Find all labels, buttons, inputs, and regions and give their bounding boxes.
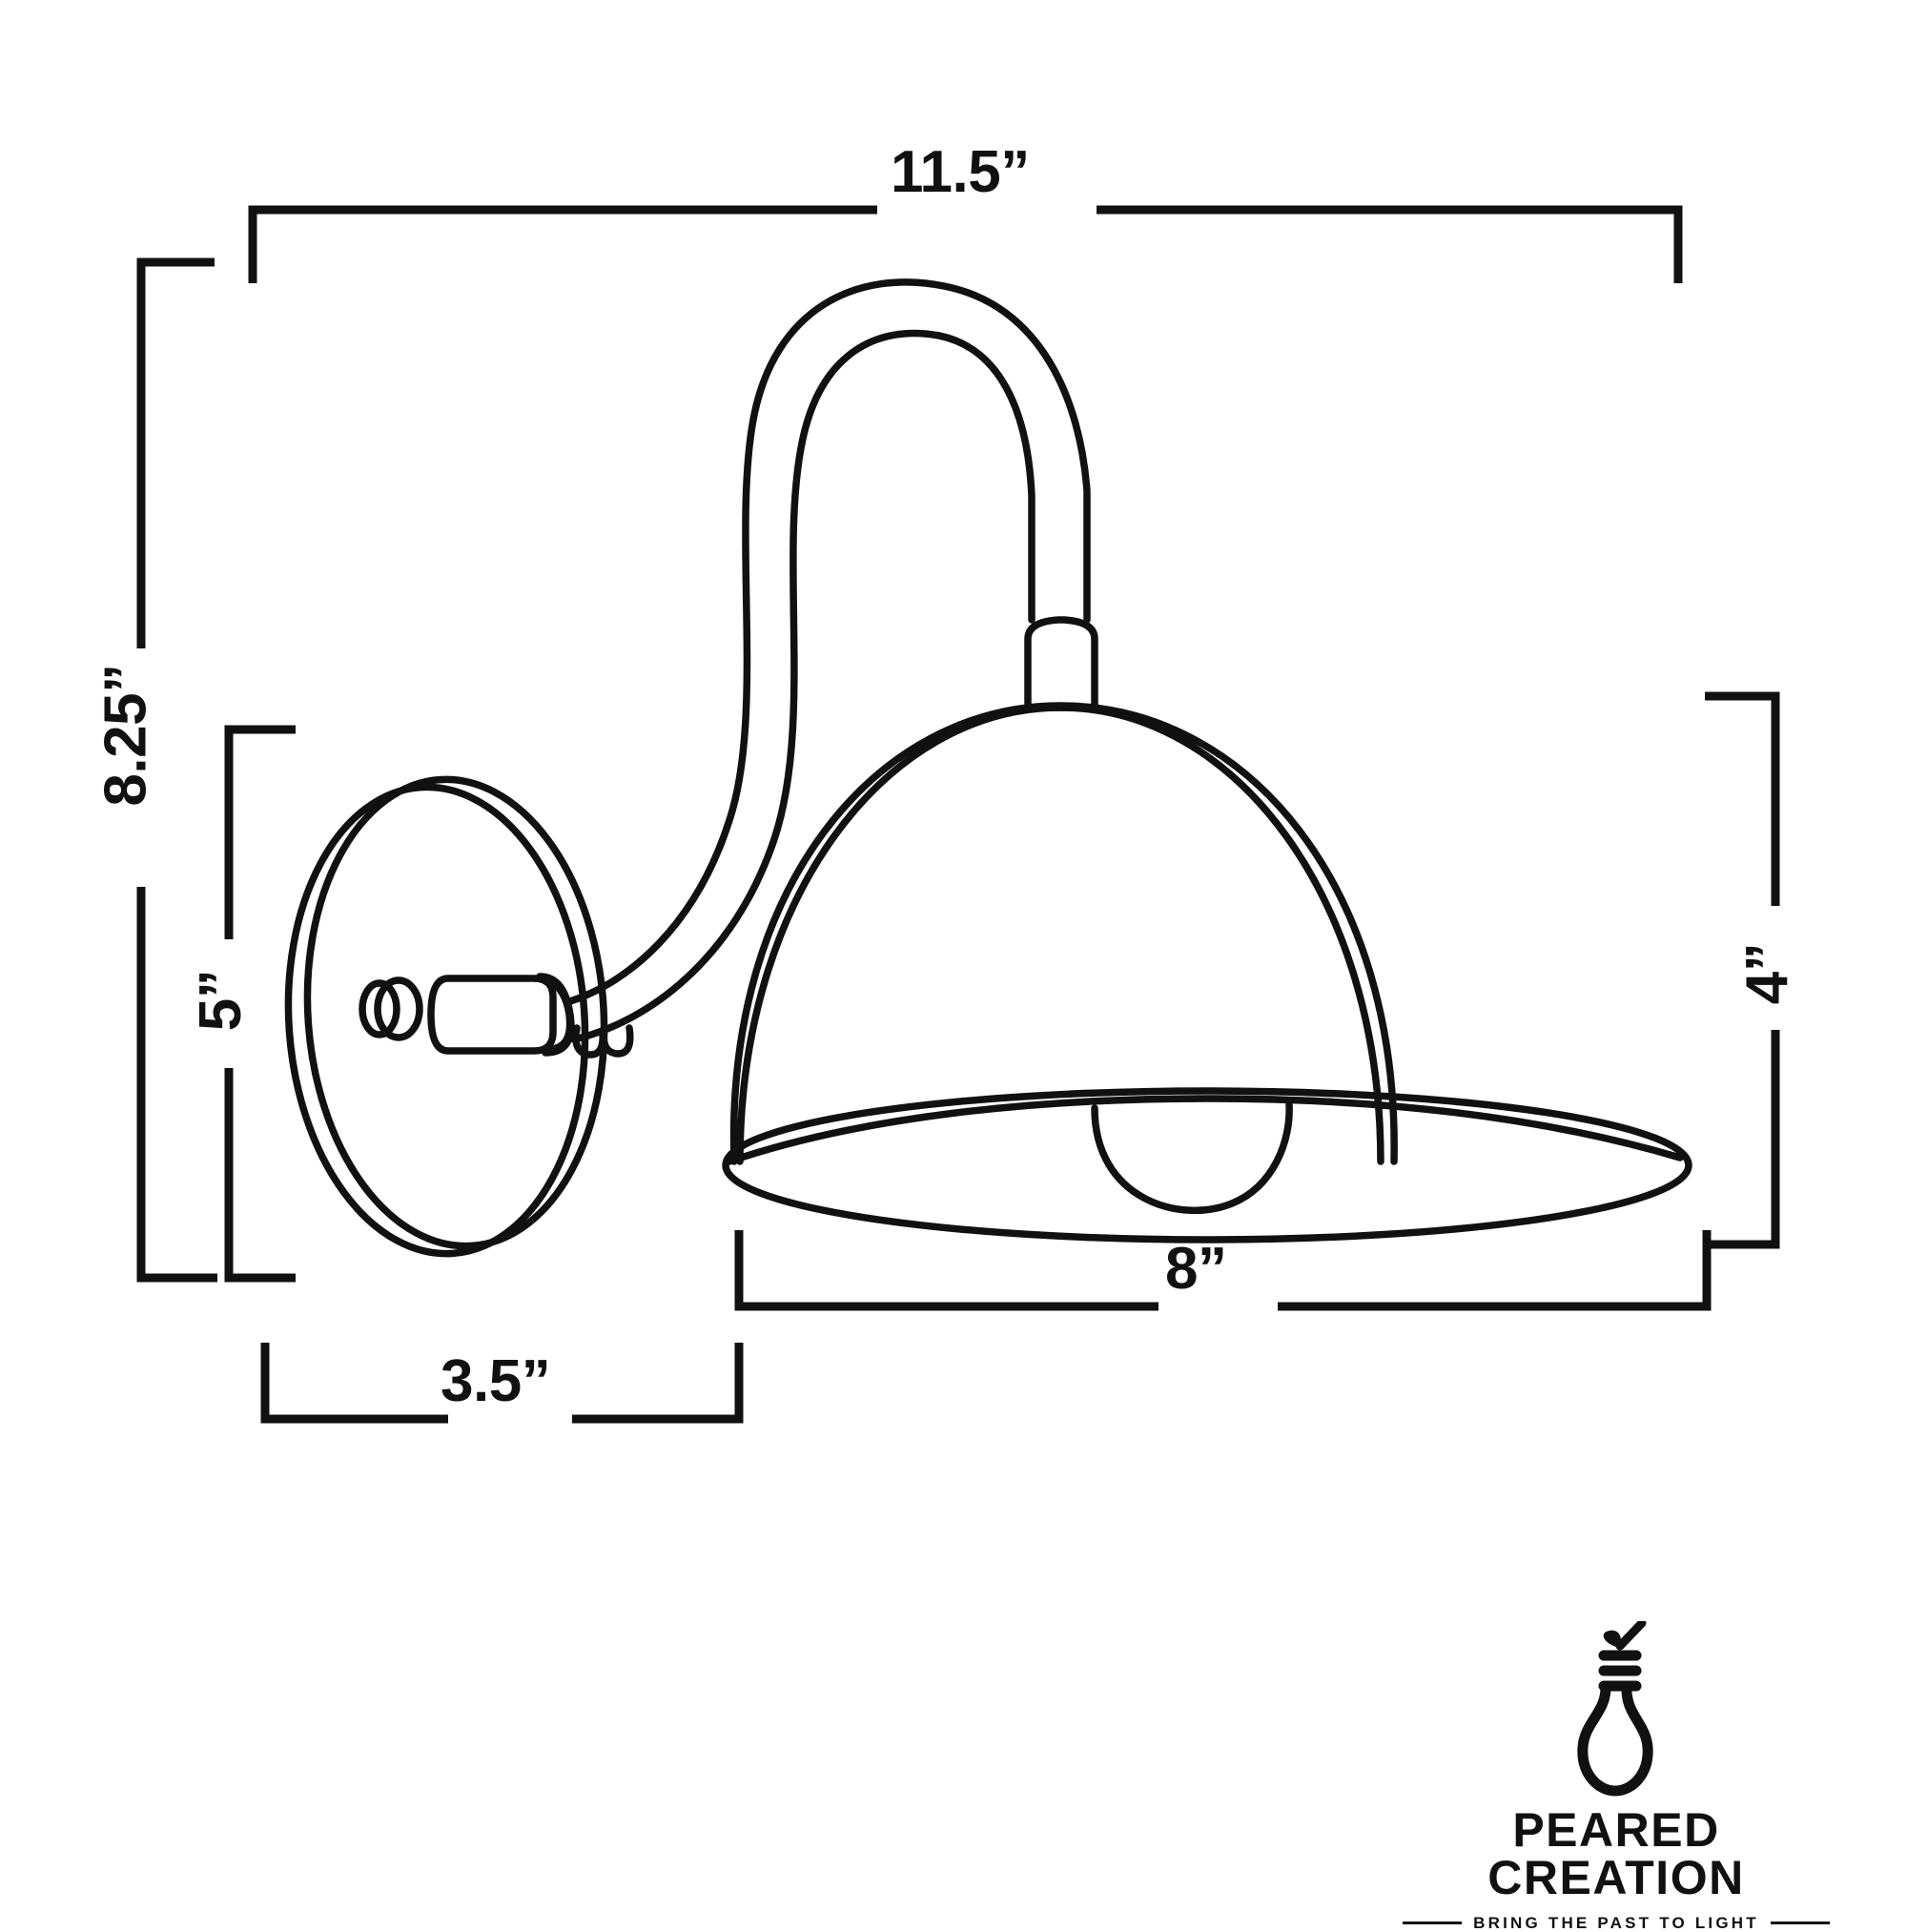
backplate-mount-hole-left	[359, 979, 400, 1038]
swivel-barrel	[427, 975, 557, 1055]
backplate-mount-hole-right	[374, 976, 423, 1041]
shade-collar	[1024, 616, 1098, 711]
dim-bottom-right-end	[1278, 1230, 1712, 1311]
dim-bottom-right-start	[734, 1230, 1159, 1311]
swivel-collar-inner	[542, 977, 574, 1053]
tagline-rule-left	[1403, 1922, 1463, 1924]
dim-right-bottom	[1705, 1030, 1780, 1249]
swivel-tooth-2	[600, 1024, 634, 1058]
dim-top-right-corner	[1097, 205, 1683, 283]
dim-bottom-left-end	[572, 1343, 744, 1424]
dimension-label-overall-height: 8.25”	[92, 664, 159, 807]
dim-left-outer-bottom	[136, 887, 217, 1283]
tagline-rule-right	[1770, 1922, 1830, 1924]
dimension-label-overall-width: 11.5”	[891, 139, 1030, 205]
pear-bulb-icon	[1577, 1621, 1653, 1797]
brand-name: PEARED CREATION	[1487, 1803, 1745, 1904]
dome-shade-outline-wide	[729, 702, 1398, 1165]
sconce-fixture	[284, 278, 1692, 1258]
backplate-front-face	[303, 775, 608, 1250]
shade-rim-outer	[722, 1087, 1692, 1243]
shade-rim-inner	[726, 1095, 1684, 1165]
dim-bottom-left-start	[260, 1343, 448, 1424]
dimension-label-shade-height: 4”	[1734, 942, 1801, 1005]
brand-tagline-row: BRING THE PAST TO LIGHT	[1387, 1915, 1845, 1931]
gooseneck-inner-curve	[570, 329, 1036, 1043]
dim-left-outer-top	[136, 257, 215, 648]
dim-right-top	[1705, 691, 1780, 906]
light-bulb-glass	[1091, 1100, 1293, 1214]
backplate-rear-edge	[284, 783, 589, 1258]
gooseneck-outer-curve	[566, 278, 1091, 1005]
dimension-label-shade-diameter: 8”	[1165, 1236, 1227, 1302]
dim-left-inner-bottom	[224, 1068, 296, 1283]
dimension-lines	[136, 205, 1780, 1424]
dimension-label-backplate-height: 5”	[188, 969, 255, 1032]
dim-left-inner-top	[224, 725, 296, 939]
dimension-label-backplate-width: 3.5”	[441, 1348, 551, 1414]
brand-tagline: BRING THE PAST TO LIGHT	[1473, 1914, 1759, 1932]
dim-top-left-corner	[248, 205, 877, 283]
brand-logo-block: PEARED CREATION BRING THE PAST TO LIGHT	[1387, 1621, 1845, 1931]
